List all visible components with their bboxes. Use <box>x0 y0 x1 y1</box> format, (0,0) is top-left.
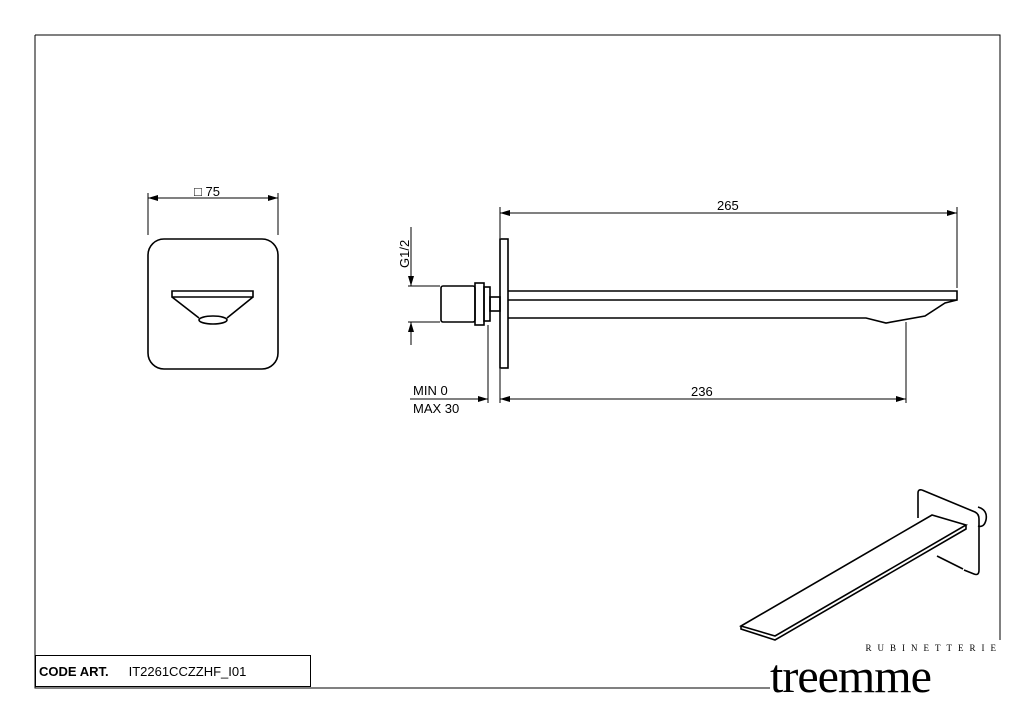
isometric-view <box>738 489 988 641</box>
min-dimension: MIN 0 <box>413 383 448 398</box>
projection-dimension: 236 <box>691 384 713 399</box>
thread-dimension: G1/2 <box>397 240 412 268</box>
side-view: 265 236 MIN 0 MAX 30 G1/2 <box>397 198 958 416</box>
overall-length-dimension: 265 <box>717 198 739 213</box>
code-value: IT2261CCZZHF_I01 <box>128 663 247 679</box>
drawing-frame <box>34 34 1001 689</box>
logo-subtitle: RUBINETTERIE <box>865 643 1002 653</box>
max-dimension: MAX 30 <box>413 401 459 416</box>
front-view: □ 75 <box>147 184 279 370</box>
logo-brand: treemme <box>770 650 932 703</box>
title-block: CODE ART. IT2261CCZZHF_I01 <box>35 655 311 687</box>
width-dimension: □ 75 <box>194 184 220 199</box>
code-label: CODE ART. <box>39 663 109 679</box>
